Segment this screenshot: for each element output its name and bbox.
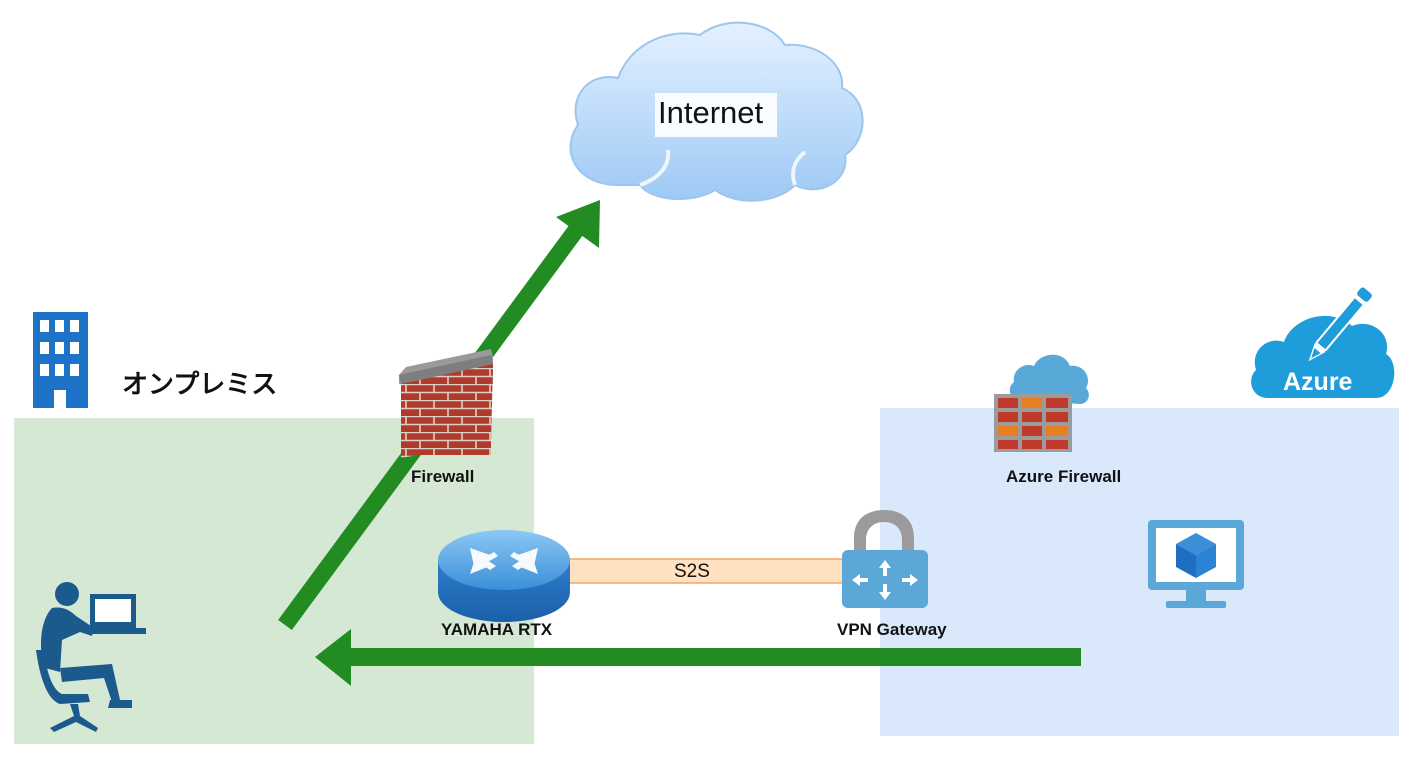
azure-cloud-logo [1251,287,1395,398]
brick-firewall-icon [399,349,493,458]
azure-logo-text: Azure [1283,368,1353,396]
building-icon [33,312,88,408]
vpn-gateway-icon [842,510,928,608]
s2s-label: S2S [674,561,710,582]
inbound-arrow [315,629,1081,686]
firewall-label: Firewall [411,467,475,486]
azure-firewall-icon [994,354,1089,452]
internet-label-box [655,93,777,137]
s2s-tunnel [564,558,851,584]
vpn-gateway-label: VPN Gateway [837,620,947,639]
azure-firewall-label: Azure Firewall [1006,467,1122,486]
user-at-computer-icon [36,582,146,732]
onprem-label: オンプレミス [122,370,278,400]
internet-label: Internet [658,95,764,130]
azure-zone [880,408,1399,736]
router-label: YAMAHA RTX [441,620,553,639]
router-icon [438,530,570,622]
virtual-machine-icon [1148,520,1244,608]
